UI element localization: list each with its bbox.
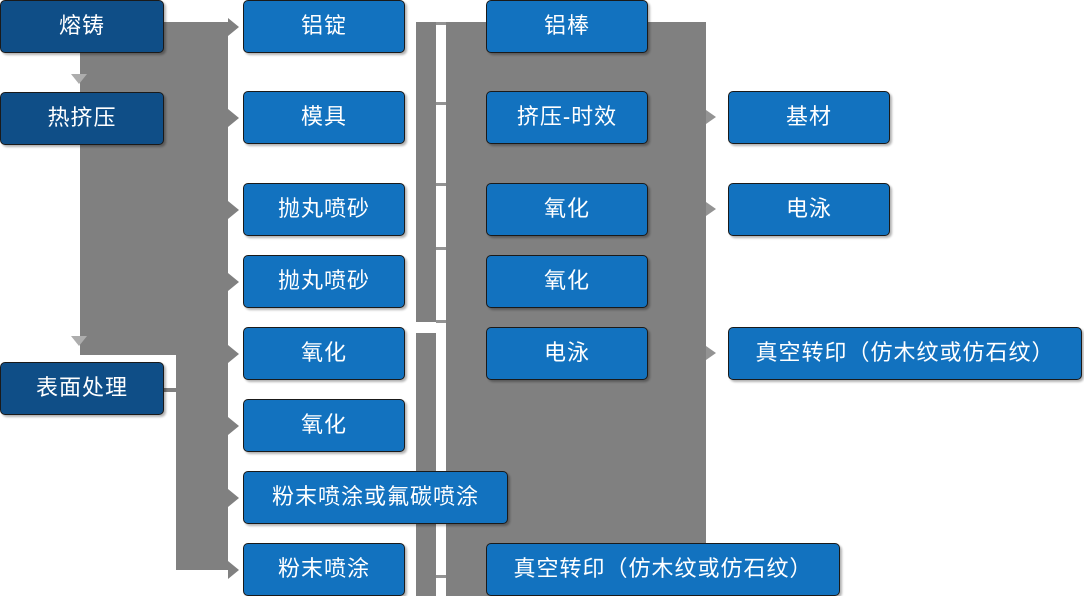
material-box-shot-blasting-2[interactable]: 抛丸喷砂	[243, 255, 405, 308]
stage-box-melt-casting[interactable]: 熔铸	[0, 0, 164, 53]
material-label-mold: 模具	[300, 104, 347, 130]
connector-rail-materials-lower	[416, 333, 436, 596]
treatment-box-oxidation-1[interactable]: 氧化	[486, 183, 648, 236]
treatment-box-vacuum-transfer-print[interactable]: 真空转印（仿木纹或仿石纹）	[486, 543, 840, 596]
material-box-powder-coating[interactable]: 粉末喷涂	[243, 543, 405, 596]
output-box-electrophoresis[interactable]: 电泳	[728, 183, 890, 236]
arrow-to-out-1	[706, 110, 716, 124]
tie-line-3	[436, 183, 448, 186]
material-box-oxidation-2[interactable]: 氧化	[243, 399, 405, 452]
arrow-to-mat-6	[228, 417, 239, 435]
treatment-label-oxidation-2: 氧化	[543, 268, 590, 294]
output-label-vacuum-transfer-print: 真空转印（仿木纹或仿石纹）	[755, 340, 1055, 366]
treatment-box-electrophoresis[interactable]: 电泳	[486, 327, 648, 380]
material-label-oxidation-2: 氧化	[300, 412, 347, 438]
stage-box-hot-extrusion[interactable]: 热挤压	[0, 92, 164, 145]
material-box-mold[interactable]: 模具	[243, 91, 405, 144]
arrow-down-stage1-stage2	[71, 74, 87, 84]
treatment-label-vacuum-transfer-print: 真空转印（仿木纹或仿石纹）	[513, 556, 813, 582]
material-box-oxidation-1[interactable]: 氧化	[243, 327, 405, 380]
tie-line-6	[436, 575, 448, 578]
material-label-powder-coating: 粉末喷涂	[277, 556, 370, 582]
tie-line-4	[436, 247, 448, 250]
stage-label-surface-treatment: 表面处理	[35, 375, 128, 401]
arrow-to-mat-4	[228, 273, 239, 291]
arrow-to-out-2	[706, 202, 716, 216]
output-box-vacuum-transfer-print[interactable]: 真空转印（仿木纹或仿石纹）	[728, 327, 1082, 380]
arrow-to-mat-5	[228, 345, 239, 363]
material-label-powder-or-fluorocarbon-coating: 粉末喷涂或氟碳喷涂	[271, 484, 479, 510]
arrow-to-mat-2	[228, 109, 239, 127]
treatment-box-extrusion-aging[interactable]: 挤压-时效	[486, 91, 648, 144]
treatment-box-oxidation-2[interactable]: 氧化	[486, 255, 648, 308]
tie-line-5	[436, 320, 448, 323]
arrow-to-out-3	[706, 346, 716, 360]
arrow-to-mat-8	[228, 561, 239, 579]
material-box-shot-blasting-1[interactable]: 抛丸喷砂	[243, 183, 405, 236]
treatment-label-electrophoresis: 电泳	[543, 340, 590, 366]
material-label-oxidation-1: 氧化	[300, 340, 347, 366]
output-box-substrate[interactable]: 基材	[728, 91, 890, 144]
treatment-label-oxidation-1: 氧化	[543, 196, 590, 222]
treatment-label-extrusion-aging: 挤压-时效	[516, 104, 618, 130]
material-label-aluminum-ingot: 铝锭	[300, 13, 347, 39]
stage-label-melt-casting: 熔铸	[58, 13, 105, 39]
arrow-to-mat-1	[228, 18, 239, 36]
material-label-shot-blasting-1: 抛丸喷砂	[277, 196, 370, 222]
connector-bar-stages-upper	[80, 22, 228, 355]
connector-stem-surface-treatment	[164, 388, 178, 392]
output-label-electrophoresis: 电泳	[785, 196, 832, 222]
material-box-powder-or-fluorocarbon-coating[interactable]: 粉末喷涂或氟碳喷涂	[243, 471, 508, 524]
tie-line-2	[436, 102, 448, 105]
stage-box-surface-treatment[interactable]: 表面处理	[0, 362, 164, 415]
treatment-label-aluminum-bar: 铝棒	[543, 13, 590, 39]
arrow-to-mat-7	[228, 489, 239, 507]
stage-label-hot-extrusion: 热挤压	[47, 105, 117, 131]
tie-line-1	[436, 22, 448, 25]
connector-bar-stages-lower	[176, 355, 228, 570]
arrow-to-mat-3	[228, 201, 239, 219]
treatment-box-aluminum-bar[interactable]: 铝棒	[486, 0, 648, 53]
arrow-down-stage2-stage3	[71, 336, 87, 346]
output-label-substrate: 基材	[785, 104, 832, 130]
connector-rail-materials-upper	[416, 22, 436, 322]
material-label-shot-blasting-2: 抛丸喷砂	[277, 268, 370, 294]
material-box-aluminum-ingot[interactable]: 铝锭	[243, 0, 405, 53]
